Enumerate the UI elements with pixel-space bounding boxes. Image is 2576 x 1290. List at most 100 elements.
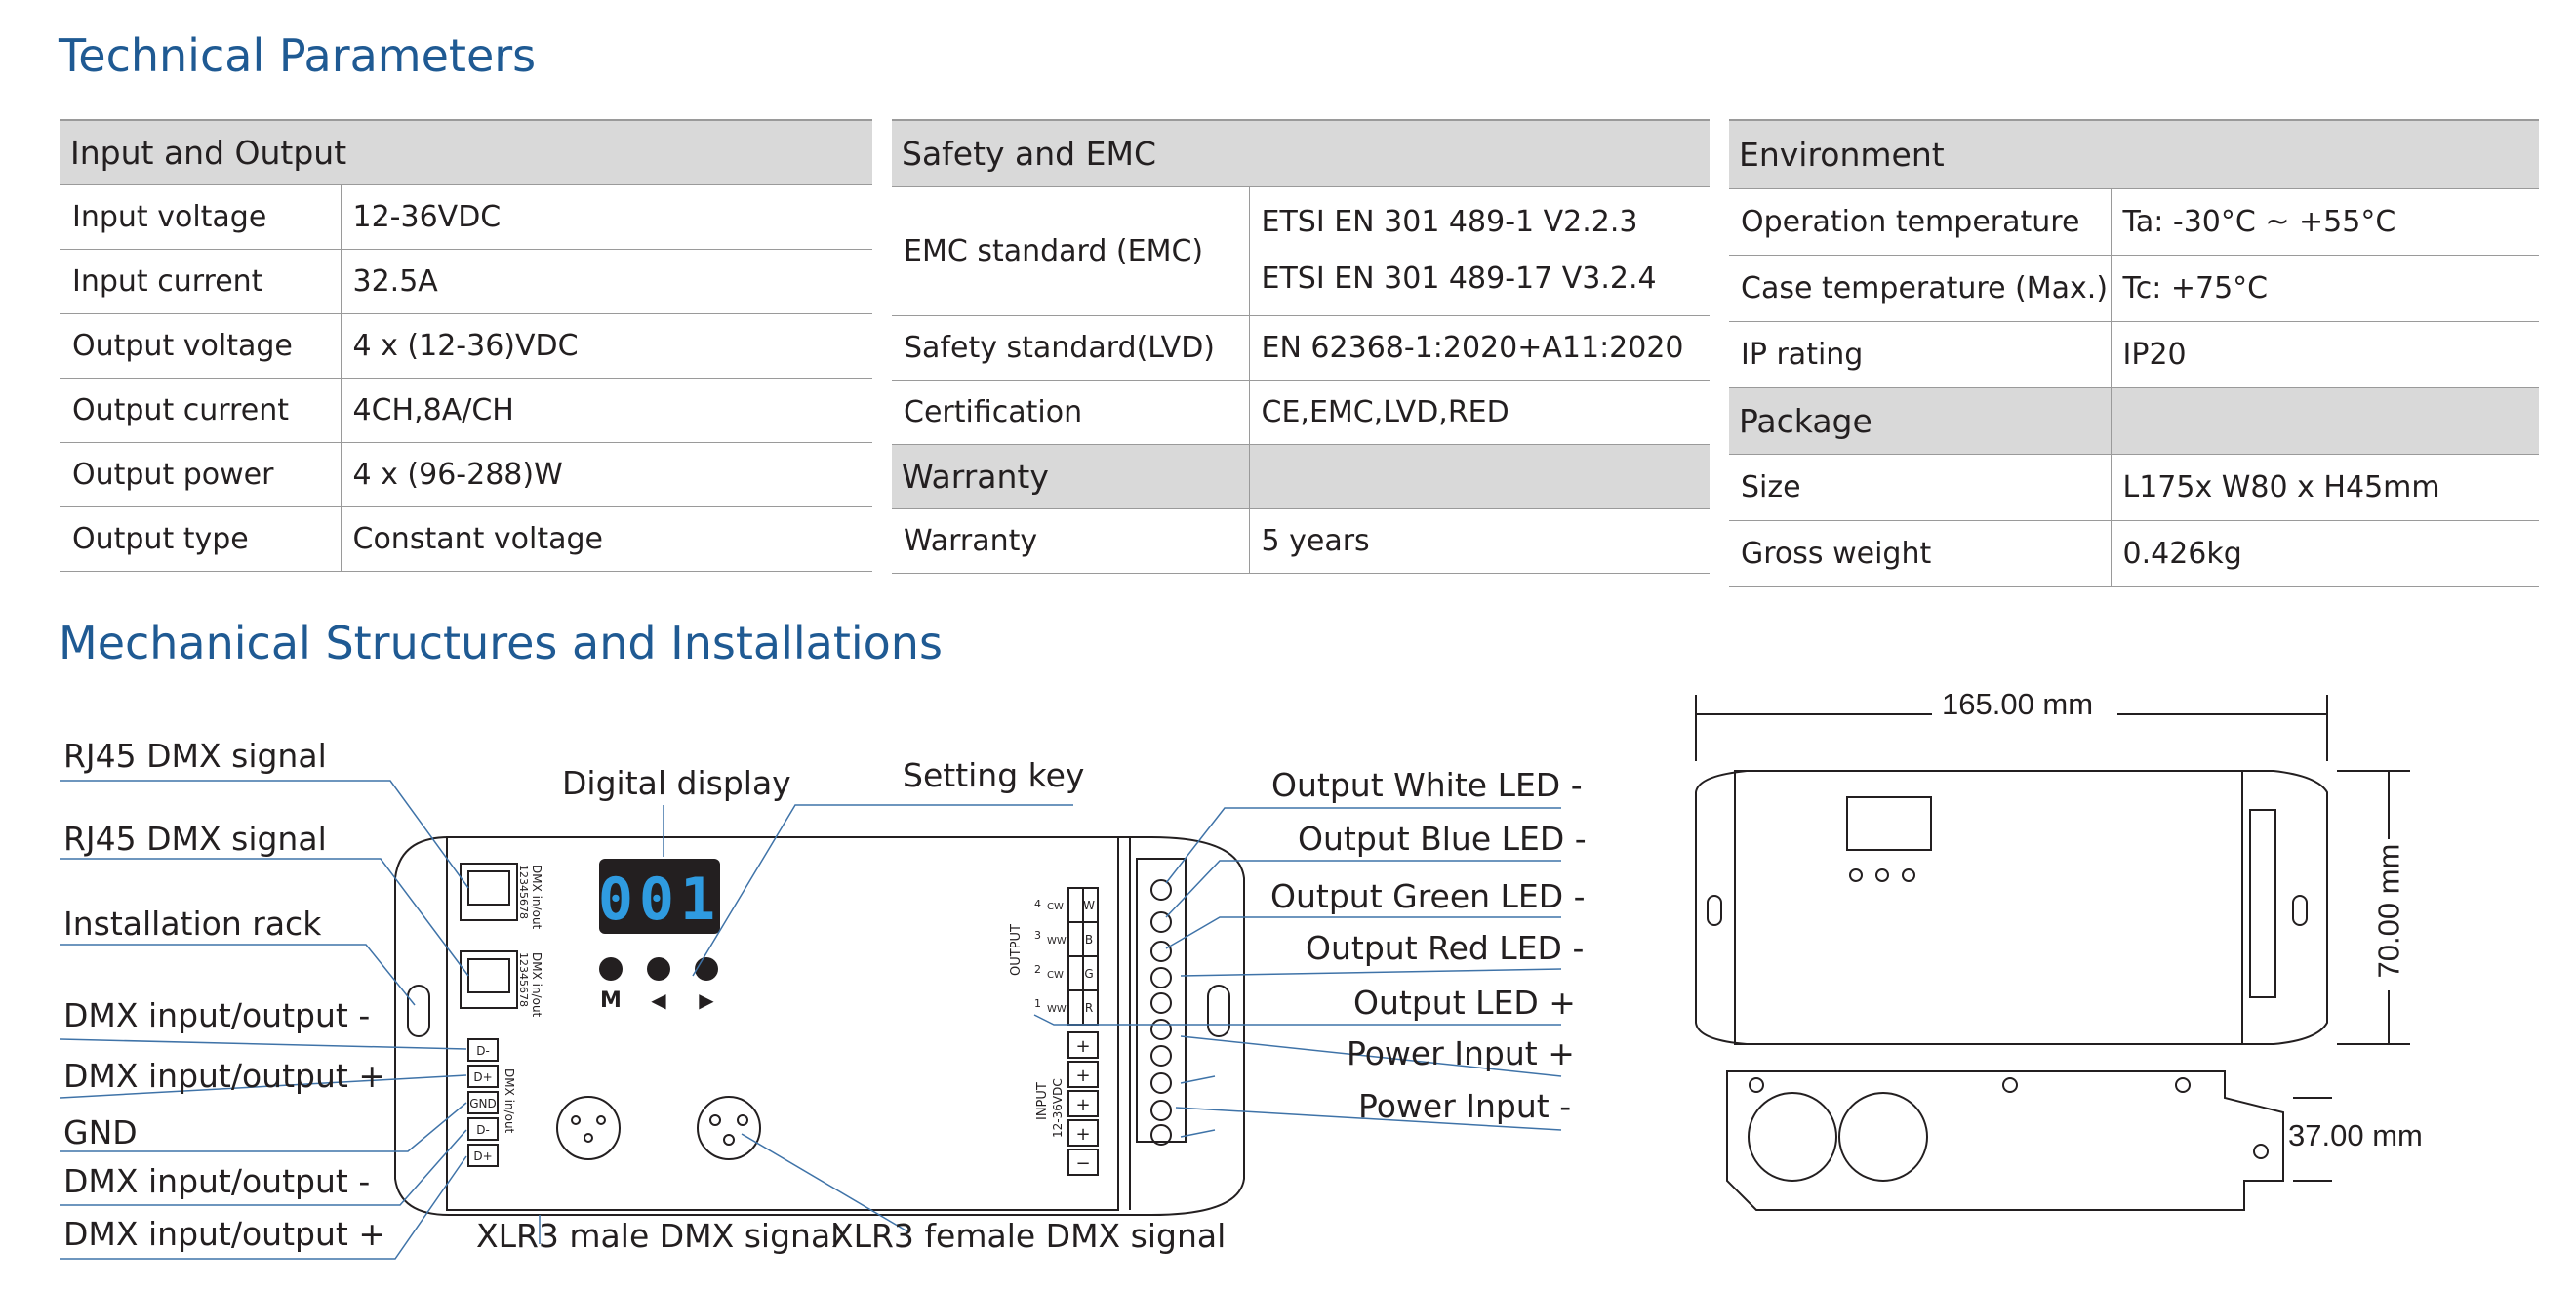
table-row: EMC standard (EMC) ETSI EN 301 489-1 V2.…: [892, 186, 1710, 316]
row-label: IP rating: [1729, 321, 2112, 388]
label-power-input-minus: Power Input -: [1358, 1087, 1572, 1125]
emc-values: ETSI EN 301 489-1 V2.2.3 ETSI EN 301 489…: [1249, 186, 1710, 316]
leader-line: [1180, 1075, 1216, 1084]
terminal-minus: [1067, 1149, 1099, 1176]
color-code: CW: [1047, 902, 1064, 912]
leader-line: [741, 1133, 908, 1232]
terminal-plus: [1067, 1119, 1099, 1147]
row-value: 32.5A: [341, 249, 872, 314]
screw-terminal: [1150, 1124, 1172, 1146]
row-label: Output power: [60, 442, 342, 507]
color-code: W: [1083, 899, 1095, 912]
leader-line: [1165, 860, 1561, 918]
dmx-terminal-label: GND: [469, 1097, 497, 1110]
screw-terminal: [1150, 1045, 1172, 1067]
terminal-plus-label: +: [1075, 1095, 1090, 1115]
leader-line: [1180, 1129, 1216, 1138]
label-dmx-io-plus: DMX input/output +: [63, 1215, 385, 1253]
dmx-terminal-label: D+: [473, 1149, 492, 1163]
dmx-in-out-text: DMX in/out: [530, 952, 543, 1018]
top-view-display: [1846, 796, 1932, 851]
installation-rack-slot-right: [1207, 985, 1230, 1037]
key-right-button: [695, 957, 718, 981]
row-label: Case temperature (Max.): [1729, 255, 2112, 322]
screw-terminal: [1150, 1100, 1172, 1121]
channel-number: 3: [1034, 929, 1041, 942]
screw-terminal: [1150, 992, 1172, 1014]
leader-line: [60, 780, 469, 889]
label-setting-key: Setting key: [903, 756, 1085, 794]
label-installation-rack: Installation rack: [63, 905, 322, 943]
environment-header: Environment: [1729, 119, 2539, 189]
key-m-button: [599, 957, 623, 981]
emc-value-1: ETSI EN 301 489-1 V2.2.3: [1261, 205, 1638, 239]
leader-line: [60, 858, 469, 977]
leader-line: [1165, 916, 1561, 949]
pins-text: 12345678: [517, 865, 530, 919]
terminal-plus-label: +: [1075, 1036, 1090, 1057]
cert-value: CE,EMC,LVD,RED: [1249, 380, 1710, 445]
leader-line: [60, 944, 416, 1006]
table-row: Case temperature (Max.)Tc: +75°C: [1729, 255, 2539, 322]
top-view-inner: [1734, 770, 2243, 1045]
screw-terminal: [1150, 1019, 1172, 1040]
top-view-outline: [1695, 770, 2328, 1045]
emc-value-2: ETSI EN 301 489-17 V3.2.4: [1261, 262, 1657, 296]
safety-emc-table: Safety and EMC EMC standard (EMC) ETSI E…: [892, 119, 1710, 574]
terminal-plus-label: +: [1075, 1066, 1090, 1086]
leader-line: [60, 1129, 467, 1206]
row-label: Output type: [60, 506, 342, 572]
row-value: 12-36VDC: [341, 184, 872, 250]
input-voltage-text: 12-36VDC: [1051, 1078, 1065, 1138]
channel-number: 2: [1034, 963, 1041, 976]
digital-display: [599, 859, 720, 934]
color-code: R: [1085, 1001, 1093, 1015]
xlr3-female-connector: [697, 1096, 761, 1160]
label-output-blue-led: Output Blue LED -: [1298, 820, 1587, 858]
label-dmx-io-minus: DMX input/output -: [63, 996, 371, 1034]
display-value: 001: [598, 866, 721, 934]
emc-label: EMC standard (EMC): [892, 186, 1250, 316]
leader-line: [1165, 807, 1561, 884]
label-output-led-plus: Output LED +: [1353, 984, 1576, 1022]
color-code: WW: [1047, 936, 1067, 947]
row-value: Tc: +75°C: [2111, 255, 2539, 322]
row-value: Constant voltage: [341, 506, 872, 572]
device-inner-panel: [446, 836, 1119, 1211]
warranty-value: 5 years: [1249, 508, 1710, 574]
dmx-terminal: [467, 1065, 499, 1088]
package-header: Package: [1729, 387, 2112, 455]
key-m-label: M: [600, 988, 622, 1013]
row-value: L175x W80 x H45mm: [2111, 454, 2539, 521]
rj45-port-top: [460, 863, 518, 921]
cert-label: Certification: [892, 380, 1250, 445]
dmx-terminal: [467, 1144, 499, 1167]
label-digital-display: Digital display: [562, 764, 791, 802]
key-right-label: ▶: [699, 988, 714, 1012]
row-label: Gross weight: [1729, 520, 2112, 587]
pins-text: 12345678: [517, 952, 530, 1007]
dmx-terminal-label: D-: [476, 1123, 490, 1137]
leader-line: [1180, 1035, 1562, 1077]
screw-terminal: [1150, 941, 1172, 962]
row-label: Output voltage: [60, 313, 342, 379]
dmx-terminal-label: D+: [473, 1070, 492, 1084]
screw-terminal: [1150, 967, 1172, 988]
safety-value: EN 62368-1:2020+A11:2020: [1249, 315, 1710, 381]
channel-number: 1: [1034, 997, 1041, 1010]
installation-rack-slot: [407, 985, 430, 1037]
row-label: Operation temperature: [1729, 188, 2112, 256]
dimension-height: 37.00 mm: [2288, 1118, 2423, 1152]
color-code: B: [1085, 933, 1093, 947]
row-value: 4 x (12-36)VDC: [341, 313, 872, 379]
terminal-plus-label: +: [1075, 1124, 1090, 1145]
